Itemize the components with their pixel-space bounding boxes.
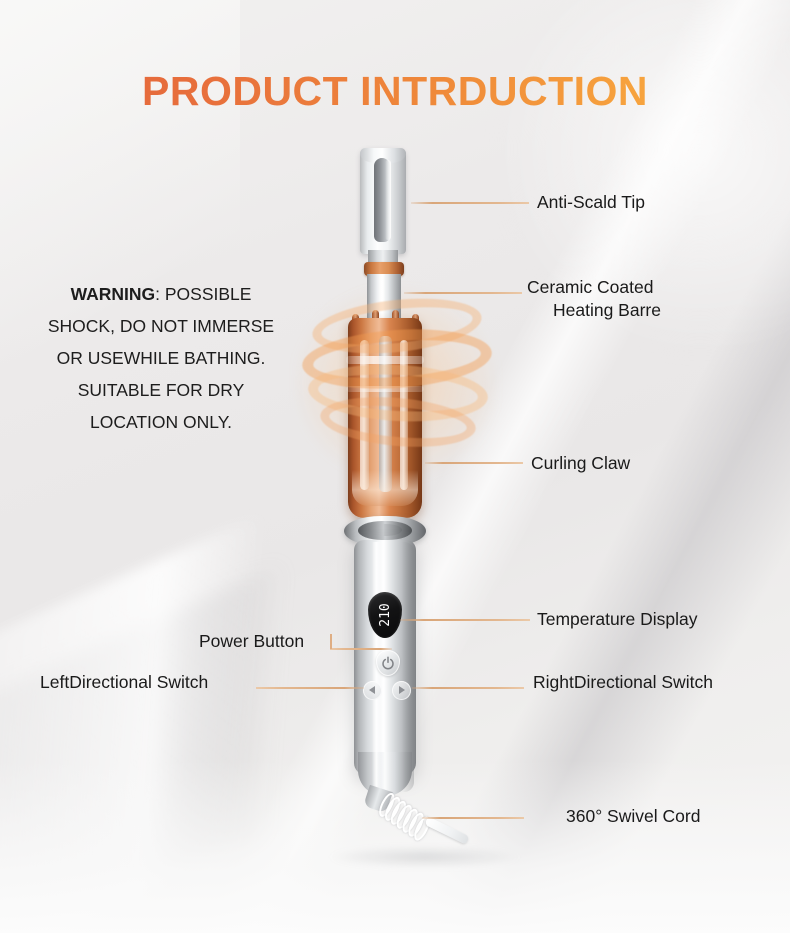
background-band-dark [0,475,576,933]
curl-ribbon [309,291,485,361]
cord-base [363,784,393,814]
leader-line-right-directional-switch [412,687,524,689]
triangle-right-icon [399,686,405,694]
curl-ribbon [306,360,490,426]
coil-ring [405,810,427,839]
leader-line-temperature-display [400,619,530,621]
tip-neck [368,250,398,266]
claw-highlight-band [346,386,424,392]
chrome-collar [344,516,426,546]
warning-line-3: OR USEWHILE BATHING. [56,348,266,368]
anti-scald-tip-lip [360,148,406,163]
ceramic-heating-barrel-part [367,274,401,534]
coil-ring [393,802,415,831]
leader-line-swivel-cord [422,817,524,819]
leader-line-ceramic-heating-barrel [404,292,522,294]
warning-text: WARNING: POSSIBLE SHOCK, DO NOT IMMERSE … [16,278,306,438]
callout-swivel-cord: 360° Swivel Cord [566,806,701,826]
curl-ribbon [318,391,478,453]
curling-claw-part [348,318,422,518]
heat-glow [296,288,496,478]
claw-prong [352,314,359,340]
left-directional-switch-control[interactable] [363,681,382,700]
warning-line-1: WARNING: POSSIBLE [16,278,306,310]
right-directional-switch-control[interactable] [392,681,411,700]
callout-ceramic-line-1: Ceramic Coated [527,277,654,297]
warning-line-2: SHOCK, DO NOT IMMERSE [47,316,275,336]
callout-ceramic-heating-barrel: Ceramic Coated Heating Barre [527,276,707,322]
claw-slot [360,340,369,490]
barrel-highlight [378,274,385,534]
coil-ring [387,798,410,827]
callout-temperature-display: Temperature Display [537,609,698,629]
warning-line-4: SUITABLE FOR DRY [77,380,245,400]
leader-line-anti-scald-tip [411,202,529,204]
handle-shadow [402,542,414,792]
callout-right-directional-switch: RightDirectional Switch [533,672,713,692]
leader-line-curling-claw [425,462,523,464]
claw-slot [379,336,392,492]
coil-ring [376,790,398,819]
anti-scald-tip-part [360,148,406,254]
anti-scald-tip-slot-highlight [385,160,391,240]
copper-ring [364,262,404,276]
curl-ribbon [300,323,494,395]
power-cord [424,816,470,845]
handle-taper [358,752,412,796]
leader-line-power-button [330,648,392,650]
coil-ring [399,806,421,835]
claw-prong [372,310,379,336]
leader-line-power-button-elbow [330,634,332,649]
power-icon [382,656,394,670]
power-button-control[interactable] [376,650,400,676]
triangle-left-icon [369,686,375,694]
claw-slot [400,340,408,490]
callout-ceramic-line-2: Heating Barre [553,300,661,320]
coil-ring [381,794,404,823]
handle-highlight [372,542,381,792]
coil-ring [411,814,433,843]
warning-line-1-rest: : POSSIBLE [155,284,252,304]
temperature-value: 210 [377,603,393,627]
claw-highlight-band [346,356,424,364]
callout-anti-scald-tip: Anti-Scald Tip [537,192,645,212]
chrome-collar-inner [358,521,412,540]
page-title: PRODUCT INTRDUCTION [0,68,790,115]
warning-keyword: WARNING [70,284,156,304]
claw-prong [412,314,419,340]
anti-scald-tip-slot [374,158,390,242]
leader-line-left-directional-switch [256,687,364,689]
temperature-display-screen [368,592,402,638]
handle [354,540,416,775]
callout-power-button: Power Button [199,631,305,651]
claw-prong [392,310,399,336]
background-fade-bottom [0,760,790,933]
callout-curling-claw: Curling Claw [531,453,631,473]
product-shadow [330,846,520,868]
claw-mouth [352,470,418,506]
callout-left-directional-switch: LeftDirectional Switch [40,672,209,692]
chrome-collar-core [368,524,402,536]
warning-line-5: LOCATION ONLY. [90,412,232,432]
